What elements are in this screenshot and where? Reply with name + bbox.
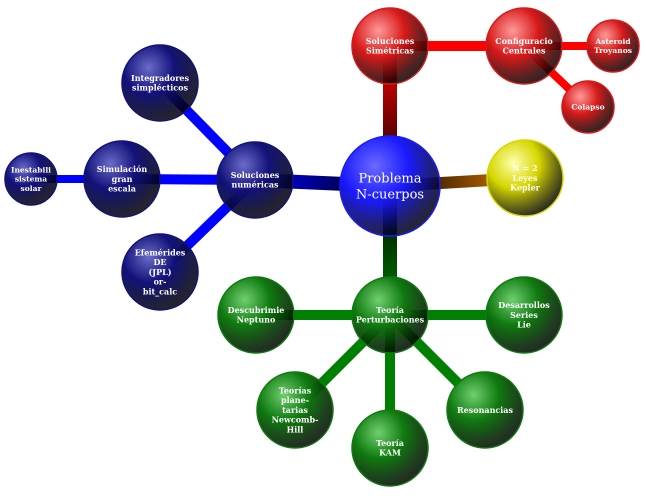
node-label-line: Soluciones	[366, 36, 415, 46]
node-circle-kepler	[486, 139, 564, 217]
node-label-line: or-	[154, 277, 167, 287]
node-label-line: Teorías	[279, 385, 312, 395]
node-circle-newcomb	[256, 371, 334, 449]
node-label-line: Centrales	[503, 46, 546, 56]
node-resonancias[interactable]: Resonancias	[446, 371, 524, 449]
node-label-line: (JPL)	[149, 267, 172, 277]
node-label-line: Descubrimie	[228, 305, 285, 315]
node-label-line: plane-	[281, 395, 309, 405]
node-label-line: Simétricas	[366, 46, 414, 56]
node-circle-numericas	[216, 141, 294, 219]
node-circle-perturbaciones	[351, 276, 429, 354]
node-circle-neptuno	[217, 276, 295, 354]
node-colapso[interactable]: Colapso	[561, 80, 615, 134]
node-label-line: Lie	[517, 320, 531, 330]
node-circle-lie	[485, 276, 563, 354]
node-label-line: Hill	[287, 424, 304, 434]
node-circle-inestabilidad	[4, 152, 58, 206]
node-label-line: Troyanos	[594, 46, 632, 55]
node-label-line: escala	[108, 184, 136, 194]
node-circle-center	[339, 135, 441, 237]
node-label-line: bit_calc	[143, 286, 177, 296]
node-label-line: Leyes	[513, 173, 538, 183]
node-label-line: N-cuerpos	[356, 187, 424, 202]
node-circle-configuraciones	[485, 7, 563, 85]
node-label-line: simplécticos	[132, 83, 189, 93]
node-label-line: gran	[112, 174, 133, 184]
node-label-line: Colapso	[571, 103, 604, 112]
node-label-line: tarias	[282, 405, 308, 415]
node-label-line: Resonancias	[457, 405, 513, 415]
node-label-line: numéricas	[232, 180, 279, 190]
node-label-line: sistema	[15, 175, 47, 184]
node-label-line: Soluciones	[231, 170, 280, 180]
node-label-line: DE	[153, 257, 166, 267]
node-label-line: Asteroid	[594, 37, 631, 46]
node-label-line: Teoría	[376, 438, 404, 448]
node-label-line: solar	[21, 184, 43, 193]
node-label-line: Problema	[358, 172, 421, 187]
node-label-resonancias: Resonancias	[457, 405, 513, 415]
node-circle-kam	[351, 409, 429, 487]
node-label-line: Integradores	[131, 73, 190, 83]
node-label-line: N = 2	[512, 163, 537, 173]
node-circle-asteroides	[586, 19, 640, 73]
node-label-line: Kepler	[510, 183, 541, 193]
node-label-line: Newcomb-	[272, 415, 319, 425]
node-label-line: Perturbaciones	[356, 315, 425, 325]
node-label-line: Simulación	[97, 164, 148, 174]
node-circle-efemerides	[121, 233, 199, 311]
node-circle-integradores	[121, 44, 199, 122]
node-label-colapso: Colapso	[571, 103, 604, 112]
node-label-line: KAM	[379, 448, 401, 458]
node-circle-simetricas	[351, 7, 429, 85]
node-label-line: Inestabili	[11, 165, 51, 174]
node-circle-resonancias	[446, 371, 524, 449]
node-circle-simulacion	[83, 140, 161, 218]
node-label-line: Series	[510, 310, 538, 320]
node-label-line: Desarrollos	[498, 300, 550, 310]
node-label-line: Neptuno	[237, 315, 276, 325]
node-circle-colapso	[561, 80, 615, 134]
node-label-line: Configuracio	[495, 36, 553, 46]
node-label-line: Efemérides	[135, 247, 186, 257]
node-label-line: Teoría	[376, 305, 404, 315]
